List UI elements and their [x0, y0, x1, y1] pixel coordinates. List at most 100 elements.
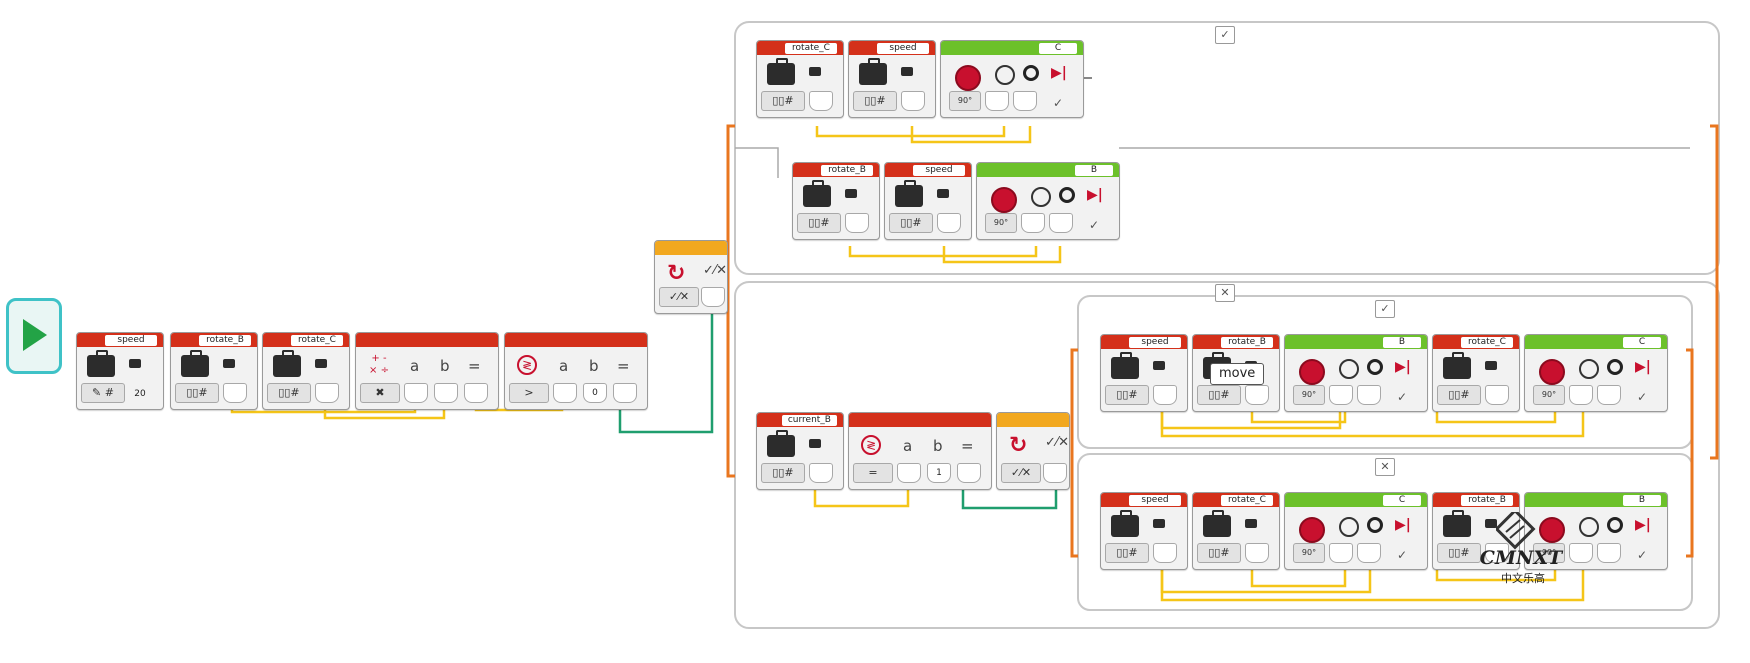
motor-port-label[interactable]: B — [1383, 337, 1421, 348]
start-block[interactable] — [6, 298, 62, 374]
output-plug[interactable] — [845, 213, 869, 233]
output-plug[interactable] — [1153, 543, 1177, 563]
variable-name-label[interactable]: speed — [105, 335, 157, 346]
variable-block-speed-inner-b[interactable]: speed ▯▯# — [1100, 492, 1188, 570]
variable-name-label[interactable]: rotate_C — [1221, 495, 1273, 506]
read-numeric-mode-button[interactable]: ▯▯# — [853, 91, 897, 111]
variable-name-label[interactable]: rotate_B — [821, 165, 873, 176]
brake-at-end-check-icon[interactable]: ✓ — [1397, 390, 1408, 404]
write-numeric-mode-button[interactable]: ✎ # — [81, 383, 125, 403]
motor-block-b-inner-b[interactable]: B ▶| 90° ✓ — [1524, 492, 1668, 570]
variable-name-label[interactable]: rotate_C — [291, 335, 343, 346]
switch-block-inner[interactable]: ↻ ✓⁄✕ ✓⁄✕ — [996, 412, 1070, 490]
variable-name-label[interactable]: rotate_B — [1461, 495, 1513, 506]
variable-name-label[interactable]: speed — [1129, 337, 1181, 348]
on-for-degrees-mode-button[interactable]: 90° — [1533, 385, 1565, 405]
output-plug[interactable] — [1485, 385, 1509, 405]
output-plug[interactable] — [223, 383, 247, 403]
read-numeric-mode-button[interactable]: ▯▯# — [889, 213, 933, 233]
read-numeric-mode-button[interactable]: ▯▯# — [267, 383, 311, 403]
compare-block-main[interactable]: ≷ a b = > 0 — [504, 332, 648, 410]
on-for-degrees-mode-button[interactable]: 90° — [985, 213, 1017, 233]
motor-port-label[interactable]: C — [1623, 337, 1661, 348]
variable-block-speed-top-2[interactable]: speed ▯▯# — [884, 162, 972, 240]
variable-block-rotate-b-inner-b[interactable]: rotate_B ▯▯# — [1432, 492, 1520, 570]
variable-name-label[interactable]: rotate_C — [1461, 337, 1513, 348]
power-input-plug[interactable] — [1329, 385, 1353, 405]
compare-mode-button[interactable]: = — [853, 463, 893, 483]
variable-block-speed-top-1[interactable]: speed ▯▯# — [848, 40, 936, 118]
output-plug[interactable] — [1485, 543, 1509, 563]
input-a-plug[interactable] — [897, 463, 921, 483]
variable-block-speed-write[interactable]: speed ✎ # 20 — [76, 332, 164, 410]
read-numeric-mode-button[interactable]: ▯▯# — [175, 383, 219, 403]
degrees-input-plug[interactable] — [1357, 543, 1381, 563]
logic-mode-button[interactable]: ✓⁄✕ — [1001, 463, 1041, 483]
motor-port-label[interactable]: B — [1075, 165, 1113, 176]
variable-block-rotate-c-read[interactable]: rotate_C ▯▯# — [262, 332, 350, 410]
read-numeric-mode-button[interactable]: ▯▯# — [761, 91, 805, 111]
inner-case-false-tab-icon[interactable]: ✕ — [1375, 458, 1395, 476]
motor-port-label[interactable]: C — [1039, 43, 1077, 54]
read-numeric-mode-button[interactable]: ▯▯# — [1197, 385, 1241, 405]
power-input-plug[interactable] — [1021, 213, 1045, 233]
motor-block-c-inner-a[interactable]: C ▶| 90° ✓ — [1524, 334, 1668, 412]
variable-block-rotate-c-top[interactable]: rotate_C ▯▯# — [756, 40, 844, 118]
variable-name-label[interactable]: rotate_B — [199, 335, 251, 346]
output-plug[interactable] — [937, 213, 961, 233]
read-numeric-mode-button[interactable]: ▯▯# — [1197, 543, 1241, 563]
read-numeric-mode-button[interactable]: ▯▯# — [1437, 385, 1481, 405]
brake-at-end-check-icon[interactable]: ✓ — [1053, 96, 1064, 110]
variable-block-current-b[interactable]: current_B ▯▯# — [756, 412, 844, 490]
variable-name-label[interactable]: rotate_C — [785, 43, 837, 54]
degrees-input-plug[interactable] — [1597, 385, 1621, 405]
variable-name-label[interactable]: speed — [1129, 495, 1181, 506]
output-plug[interactable] — [1245, 385, 1269, 405]
power-input-plug[interactable] — [985, 91, 1009, 111]
degrees-input-plug[interactable] — [1597, 543, 1621, 563]
input-b-plug[interactable] — [434, 383, 458, 403]
brake-at-end-check-icon[interactable]: ✓ — [1397, 548, 1408, 562]
variable-block-rotate-c-inner-a[interactable]: rotate_C ▯▯# — [1432, 334, 1520, 412]
variable-name-label[interactable]: rotate_B — [1221, 337, 1273, 348]
variable-name-label[interactable]: speed — [877, 43, 929, 54]
logic-input-plug[interactable] — [1043, 463, 1067, 483]
input-b-value[interactable]: 1 — [927, 463, 951, 483]
input-b-value[interactable]: 0 — [583, 383, 607, 403]
output-plug[interactable] — [315, 383, 339, 403]
variable-name-label[interactable]: current_B — [781, 415, 837, 426]
motor-block-b-top[interactable]: B ▶| 90° ✓ — [976, 162, 1120, 240]
input-a-plug[interactable] — [553, 383, 577, 403]
variable-block-rotate-b-read[interactable]: rotate_B ▯▯# — [170, 332, 258, 410]
read-numeric-mode-button[interactable]: ▯▯# — [797, 213, 841, 233]
power-input-plug[interactable] — [1569, 543, 1593, 563]
power-input-plug[interactable] — [1329, 543, 1353, 563]
read-numeric-mode-button[interactable]: ▯▯# — [1437, 543, 1481, 563]
logic-mode-button[interactable]: ✓⁄✕ — [659, 287, 699, 307]
degrees-input-plug[interactable] — [1013, 91, 1037, 111]
brake-at-end-check-icon[interactable]: ✓ — [1637, 390, 1648, 404]
motor-port-label[interactable]: B — [1623, 495, 1661, 506]
on-for-degrees-mode-button[interactable]: 90° — [1293, 385, 1325, 405]
degrees-input-plug[interactable] — [1049, 213, 1073, 233]
output-plug[interactable] — [1245, 543, 1269, 563]
output-plug[interactable] — [809, 463, 833, 483]
inner-case-true-tab-icon[interactable]: ✓ — [1375, 300, 1395, 318]
variable-block-rotate-c-inner-b[interactable]: rotate_C ▯▯# — [1192, 492, 1280, 570]
motor-port-label[interactable]: C — [1383, 495, 1421, 506]
variable-block-speed-inner-a[interactable]: speed ▯▯# — [1100, 334, 1188, 412]
result-output-plug[interactable] — [957, 463, 981, 483]
variable-name-label[interactable]: speed — [913, 165, 965, 176]
input-a-plug[interactable] — [404, 383, 428, 403]
value-input[interactable]: 20 — [129, 385, 151, 403]
math-block[interactable]: + -× ÷ a b = ✖ — [355, 332, 499, 410]
logic-input-plug[interactable] — [701, 287, 725, 307]
on-for-degrees-mode-button[interactable]: 90° — [1533, 543, 1565, 563]
result-output-plug[interactable] — [464, 383, 488, 403]
read-numeric-mode-button[interactable]: ▯▯# — [761, 463, 805, 483]
case-false-tab-icon[interactable]: ✕ — [1215, 284, 1235, 302]
compare-mode-button[interactable]: > — [509, 383, 549, 403]
motor-block-b-inner-a[interactable]: B ▶| 90° ✓ — [1284, 334, 1428, 412]
brake-at-end-check-icon[interactable]: ✓ — [1089, 218, 1100, 232]
variable-block-rotate-b-top[interactable]: rotate_B ▯▯# — [792, 162, 880, 240]
